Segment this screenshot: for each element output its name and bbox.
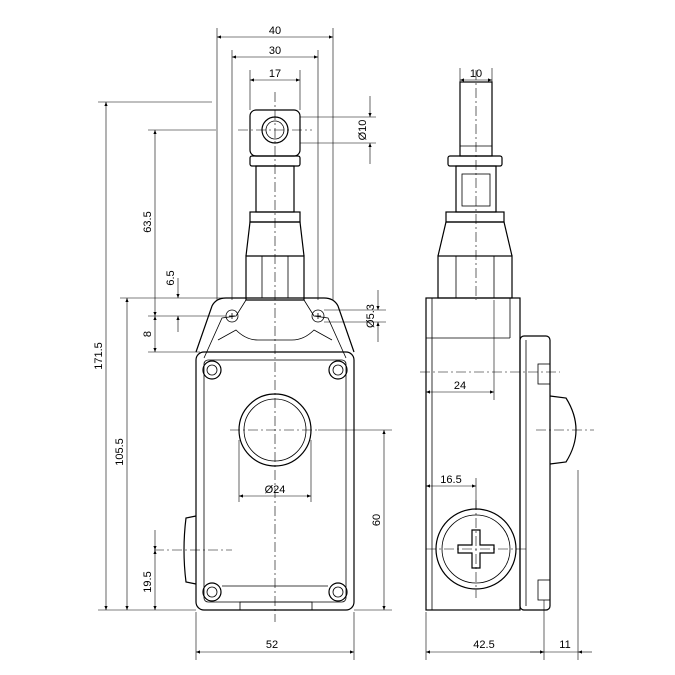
dim-front-width-40: 40 xyxy=(269,25,281,37)
front-body xyxy=(195,351,355,611)
dim-side-depth-24: 24 xyxy=(454,380,466,392)
dim-side-depth-16-5: 16.5 xyxy=(440,474,461,486)
dim-diameter-24: Ø24 xyxy=(265,484,286,496)
dim-side-depth-42-5: 42.5 xyxy=(473,639,494,651)
dim-height-19-5: 19.5 xyxy=(142,571,154,592)
dim-height-63-5: 63.5 xyxy=(142,211,154,232)
dim-side-depth-11: 11 xyxy=(559,639,570,651)
dim-offset-6-5: 6.5 xyxy=(165,270,177,285)
dim-width-52: 52 xyxy=(266,639,278,651)
dim-offset-8: 8 xyxy=(142,331,154,337)
front-dimensions: 40 30 17 Ø10 171.5 63.5 6.5 8 105.5 xyxy=(93,25,392,660)
screw-icon xyxy=(202,360,348,602)
side-dimensions: 10 24 16.5 42.5 11 xyxy=(425,68,592,660)
side-view xyxy=(425,81,577,611)
side-cover xyxy=(519,335,551,611)
side-centerlines xyxy=(420,70,594,598)
dim-diameter-10: Ø10 xyxy=(357,120,369,141)
dim-diameter-5-3: Ø5.3 xyxy=(365,304,377,328)
hex-nut xyxy=(245,255,305,299)
dim-front-width-30: 30 xyxy=(269,45,281,57)
side-body xyxy=(425,297,521,611)
front-view xyxy=(183,109,355,611)
dim-front-width-17: 17 xyxy=(269,68,281,80)
front-flange xyxy=(195,297,355,353)
dim-side-width-10: 10 xyxy=(470,68,482,80)
front-centerlines xyxy=(154,92,320,622)
dim-height-60: 60 xyxy=(371,514,383,526)
dim-height-105-5: 105.5 xyxy=(114,438,126,466)
dim-height-171-5: 171.5 xyxy=(93,342,105,370)
